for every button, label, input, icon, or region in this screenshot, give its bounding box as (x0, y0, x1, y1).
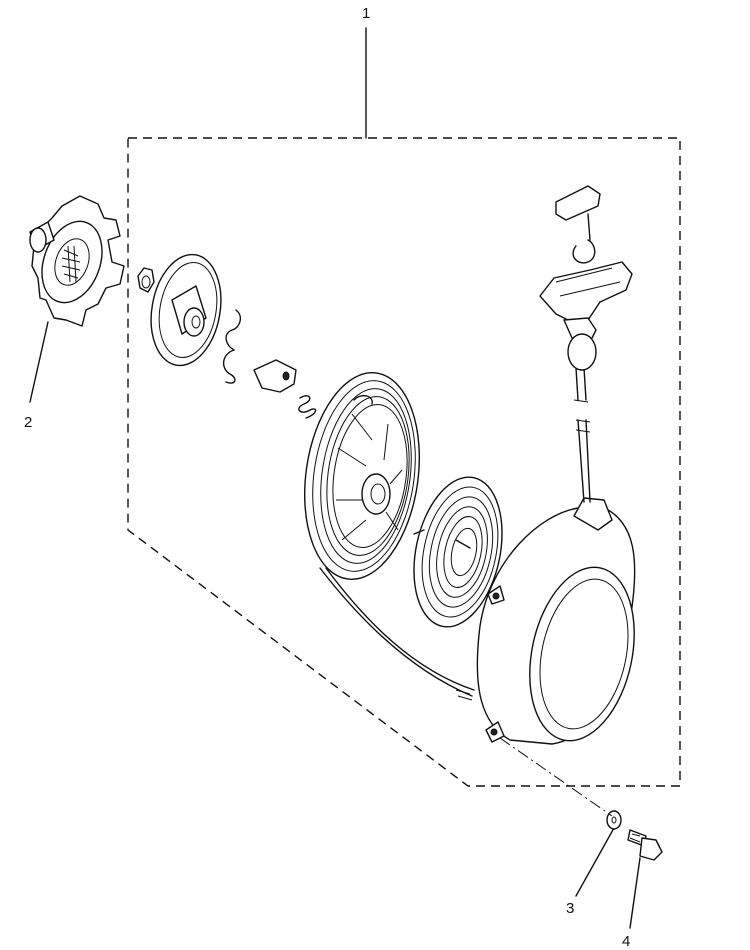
starter-handle (539, 185, 633, 371)
leader-line-4 (575, 827, 615, 897)
starter-rope (319, 567, 473, 697)
callout-4: 3 (566, 900, 574, 917)
callout-3: 4 (622, 933, 630, 950)
hex-nut (137, 267, 155, 293)
friction-plate (150, 253, 222, 367)
bolt (627, 829, 663, 861)
rope-reel (303, 372, 421, 580)
starter-cup (29, 195, 125, 327)
starter-housing (455, 497, 636, 745)
assembly-boundary (127, 137, 681, 787)
leader-line-2 (29, 321, 49, 403)
assembly-axis-line (499, 737, 613, 817)
ratchet-pawl (253, 359, 297, 393)
recoil-spring (413, 476, 503, 628)
spring-clip (223, 309, 242, 384)
callout-2: 2 (24, 414, 32, 431)
callout-1: 1 (362, 5, 370, 22)
leader-line-3 (629, 857, 641, 929)
pawl-spring (298, 395, 317, 419)
rope-upper (577, 419, 585, 503)
